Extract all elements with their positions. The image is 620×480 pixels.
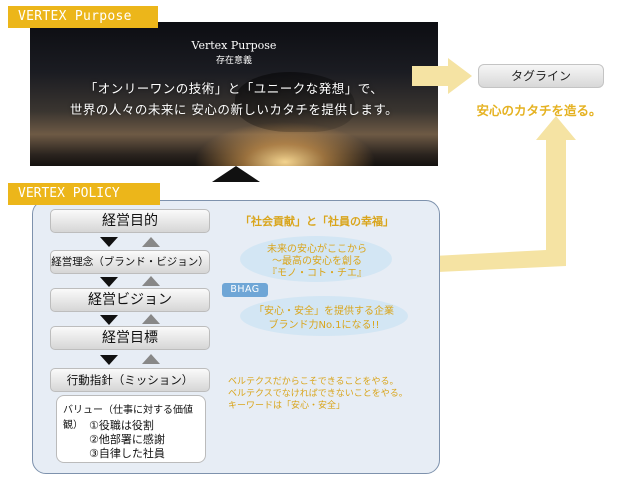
values-title: バリュー（仕事に対する価値観） bbox=[63, 405, 193, 431]
values-item: ②他部署に感謝 bbox=[89, 433, 165, 446]
policy-box-philosophy: 経営理念（ブランド・ビジョン） bbox=[50, 250, 210, 274]
hand-silhouette bbox=[235, 72, 355, 132]
philosophy-bubble bbox=[240, 236, 392, 282]
mission-note-line: キーワードは「安心・安全」 bbox=[228, 401, 346, 411]
mission-note-line: ベルテクスだからこそできることをやる。 bbox=[228, 377, 399, 387]
policy-box-mission: 行動指針（ミッション） bbox=[50, 368, 210, 392]
bhag-badge: BHAG bbox=[222, 283, 268, 297]
up-arrow-icon bbox=[142, 354, 160, 364]
down-arrow-icon bbox=[100, 315, 118, 325]
values-box: バリュー（仕事に対する価値観） ①役職は役割 ②他部署に感謝 ③自律した社員 bbox=[56, 395, 206, 463]
policy-box-vision: 経営ビジョン bbox=[50, 288, 210, 312]
values-item: ①役職は役割 bbox=[89, 419, 154, 432]
down-arrow-icon bbox=[100, 355, 118, 365]
purpose-photo: Vertex Purpose 存在意義 「オンリーワンの技術」と「ユニークな発想… bbox=[30, 22, 438, 166]
values-item: ③自律した社員 bbox=[89, 447, 165, 460]
up-arrow-icon bbox=[142, 314, 160, 324]
purpose-subtitle: 存在意義 bbox=[215, 56, 252, 66]
down-arrow-icon bbox=[100, 277, 118, 287]
policy-box-goals: 経営目標 bbox=[50, 326, 210, 350]
philosophy-note-line: 『モノ・コト・チエ』 bbox=[267, 268, 367, 279]
purpose-statement-line2: 世界の人々の未来に 安心の新しいカタチを提供します。 bbox=[69, 102, 399, 117]
policy-box-purpose: 経営目的 bbox=[50, 209, 210, 233]
up-arrow-icon bbox=[142, 276, 160, 286]
purpose-tab: VERTEX Purpose bbox=[8, 6, 158, 28]
purpose-note: 「社会貢献」と「社員の幸福」 bbox=[240, 215, 394, 228]
vision-bubble bbox=[240, 296, 408, 336]
vision-note-line: 「安心・安全」を提供する企業 bbox=[254, 306, 394, 317]
purpose-statement-line1: 「オンリーワンの技術」と「ユニークな発想」で、 bbox=[84, 81, 384, 96]
purpose-title: Vertex Purpose bbox=[191, 39, 277, 52]
mission-note-line: ベルテクスでなければできないことをやる。 bbox=[228, 389, 408, 399]
right-arrow bbox=[412, 58, 472, 94]
vision-note-line: ブランド力No.1になる!! bbox=[268, 320, 380, 331]
policy-tab: VERTEX POLICY bbox=[8, 183, 160, 205]
down-arrow-icon bbox=[100, 237, 118, 247]
up-triangle-icon bbox=[212, 166, 260, 182]
philosophy-note-line: 未来の安心がここから bbox=[267, 244, 367, 255]
up-arrow-icon bbox=[142, 237, 160, 247]
tagline-text: 安心のカタチを造る。 bbox=[476, 103, 602, 118]
philosophy-note-line: ～最高の安心を創る bbox=[272, 256, 362, 267]
tagline-box: タグライン bbox=[478, 64, 604, 88]
